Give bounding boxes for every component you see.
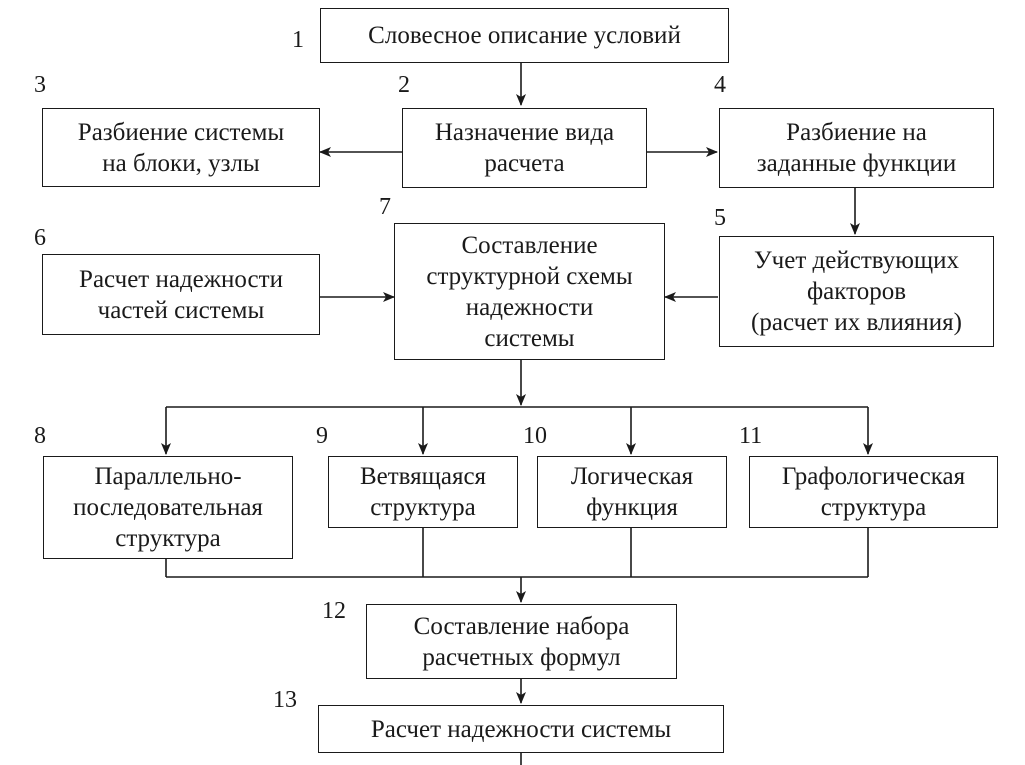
box-split-into-blocks: Разбиение системы на блоки, узлы [42, 108, 320, 187]
box-system-reliability: Расчет надежности системы [318, 705, 724, 753]
box-calculation-type: Назначение вида расчета [402, 108, 647, 188]
step-number-7: 7 [379, 194, 391, 220]
step-number-10: 10 [523, 423, 547, 449]
box-logical-function: Логическая функция [537, 456, 727, 528]
box-split-into-functions: Разбиение на заданные функции [719, 108, 994, 188]
box-verbal-description: Словесное описание условий [320, 8, 729, 63]
box-reliability-scheme: Составление структурной схемы надежности… [394, 223, 665, 360]
box-parts-reliability: Расчет надежности частей системы [42, 254, 320, 335]
step-number-4: 4 [714, 72, 726, 98]
step-number-6: 6 [34, 225, 46, 251]
step-number-1: 1 [292, 27, 304, 53]
box-acting-factors: Учет действующих факторов (расчет их вли… [719, 236, 994, 347]
step-number-12: 12 [322, 598, 346, 624]
box-branching-structure: Ветвящаяся структура [328, 456, 518, 528]
step-number-3: 3 [34, 72, 46, 98]
step-number-5: 5 [714, 205, 726, 231]
box-parallel-serial: Параллельно- последовательная структура [43, 456, 293, 559]
step-number-2: 2 [398, 72, 410, 98]
step-number-8: 8 [34, 423, 46, 449]
step-number-9: 9 [316, 423, 328, 449]
step-number-11: 11 [739, 423, 763, 449]
step-number-13: 13 [273, 687, 297, 713]
box-formula-set: Составление набора расчетных формул [366, 604, 677, 679]
box-graphological-structure: Графологическая структура [749, 456, 998, 528]
